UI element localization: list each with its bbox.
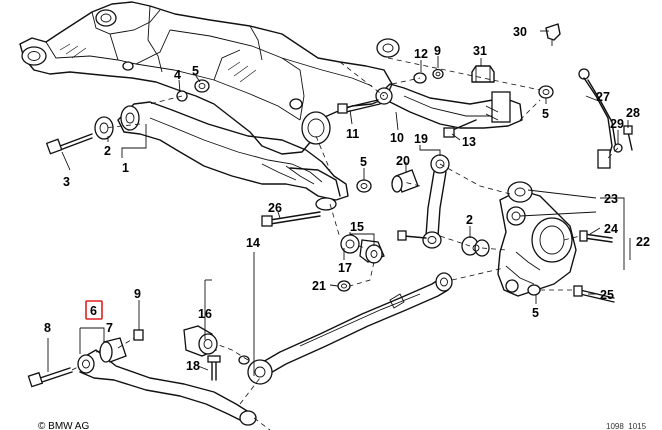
nut-4-washer-5: [176, 79, 210, 102]
callout-8[interactable]: 8: [44, 321, 51, 335]
bushing-7: [99, 337, 127, 363]
nut-21: [337, 280, 351, 292]
callout-10[interactable]: 10: [390, 131, 404, 145]
callout-27[interactable]: 27: [596, 90, 610, 104]
callout-29[interactable]: 29: [610, 117, 624, 131]
callout-5-lower[interactable]: 5: [532, 306, 539, 320]
bolt-lower-link-end: [397, 230, 427, 241]
axle-carrier: [19, 1, 400, 155]
nut-9-lower: [133, 329, 144, 341]
callout-4[interactable]: 4: [174, 68, 181, 82]
trailing-link-14: [238, 272, 453, 385]
clip-30: [545, 23, 561, 46]
callout-17[interactable]: 17: [338, 261, 352, 275]
link-19: [422, 154, 450, 249]
bolt-3: [45, 133, 93, 155]
clamp-31: [471, 65, 495, 83]
leader-lines: [47, 30, 631, 376]
callout-3[interactable]: 3: [63, 175, 70, 189]
callout-31[interactable]: 31: [473, 44, 487, 58]
callout-30[interactable]: 30: [513, 25, 527, 39]
nut-5-center: [356, 179, 372, 193]
callout-9-top[interactable]: 9: [434, 44, 441, 58]
bushings-20: [391, 169, 419, 193]
callout-23[interactable]: 23: [604, 192, 618, 206]
callout-24[interactable]: 24: [604, 222, 618, 236]
callout-11[interactable]: 11: [346, 127, 359, 141]
callout-9-lower[interactable]: 9: [134, 287, 141, 301]
bolt-8: [27, 367, 73, 388]
callout-labels: 30 12 9 31 4 5 27 11 10 13 5 28 29 19 2 …: [44, 25, 650, 373]
callout-15[interactable]: 15: [350, 220, 364, 234]
callout-13[interactable]: 13: [462, 135, 476, 149]
callout-12[interactable]: 12: [414, 47, 428, 61]
bushing-2-lower: [461, 236, 490, 257]
bolt-11: [337, 99, 381, 114]
callout-5-center[interactable]: 5: [360, 155, 367, 169]
callout-6-highlighted[interactable]: 6: [90, 304, 97, 318]
callout-21[interactable]: 21: [312, 279, 326, 293]
bushing-16: [183, 325, 218, 357]
callout-19[interactable]: 19: [414, 132, 428, 146]
wheel-carrier: [497, 181, 577, 297]
callout-20[interactable]: 20: [396, 154, 410, 168]
nut-12-washer-9: [413, 68, 444, 84]
bolt-25: [573, 285, 615, 303]
highlight-box: [85, 300, 103, 320]
callout-1[interactable]: 1: [122, 161, 129, 175]
bolt-24: [579, 230, 613, 243]
callout-2-lower[interactable]: 2: [466, 213, 473, 227]
callout-5-right[interactable]: 5: [542, 107, 549, 121]
callout-26[interactable]: 26: [268, 201, 282, 215]
copyright-notice: © BMW AG: [38, 421, 89, 430]
callout-7[interactable]: 7: [106, 321, 113, 335]
lower-link-6: [77, 349, 257, 426]
callout-5-top[interactable]: 5: [192, 64, 199, 78]
document-id: 1098_1015: [606, 422, 647, 430]
callout-16[interactable]: 16: [198, 307, 212, 321]
callout-2-upper[interactable]: 2: [104, 144, 111, 158]
callout-25[interactable]: 25: [600, 288, 614, 302]
upper-link-10: [375, 83, 523, 138]
assembly-lines: [71, 57, 619, 430]
callout-14[interactable]: 14: [246, 236, 260, 250]
callout-22[interactable]: 22: [636, 235, 650, 249]
nut-5-upper-right: [538, 85, 554, 99]
bolt-18: [207, 355, 221, 381]
sensor-linkage-27: [578, 68, 617, 169]
bushings-15-17: [340, 234, 385, 264]
bolt-26: [261, 211, 321, 227]
callout-28[interactable]: 28: [626, 106, 640, 120]
callout-18[interactable]: 18: [186, 359, 200, 373]
